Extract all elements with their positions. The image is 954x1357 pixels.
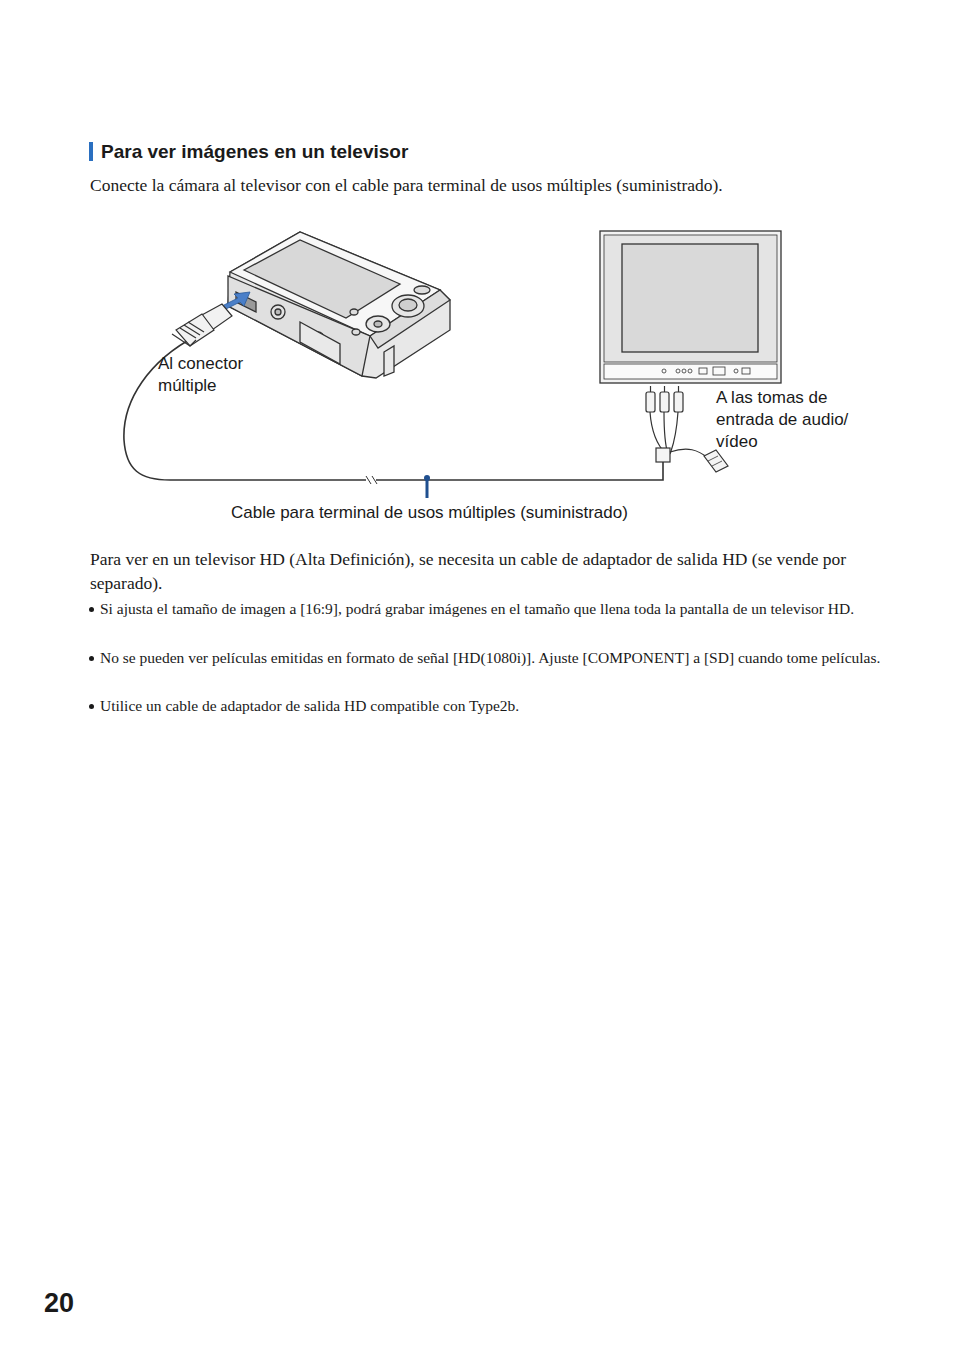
television	[600, 231, 781, 383]
bullet	[89, 656, 94, 661]
note-text: Si ajusta el tamaño de imagen a [16:9], …	[100, 598, 890, 620]
multi-connector-plug	[172, 304, 232, 346]
page-number: 20	[44, 1287, 74, 1319]
heading-mark	[89, 142, 93, 161]
section-heading: Para ver imágenes en un televisor	[101, 140, 408, 164]
body-text: Para ver en un televisor HD (Alta Defini…	[90, 547, 890, 595]
av-plugs	[646, 386, 728, 472]
bullet	[89, 704, 94, 709]
note-text: Utilice un cable de adaptador de salida …	[100, 695, 890, 717]
part-label: A las tomas de entrada de audio/ vídeo	[716, 387, 881, 453]
intro-text: Conecte la cámara al televisor con el ca…	[90, 174, 890, 197]
cable-break	[366, 476, 377, 484]
bullet	[89, 607, 94, 612]
camera	[228, 232, 450, 378]
cable	[124, 336, 663, 480]
part-label: Al conector múltiple	[158, 353, 278, 397]
note-text: No se pueden ver películas emitidas en f…	[100, 647, 890, 669]
leader-dot	[424, 475, 430, 481]
part-label: Cable para terminal de usos múltiples (s…	[231, 502, 751, 524]
